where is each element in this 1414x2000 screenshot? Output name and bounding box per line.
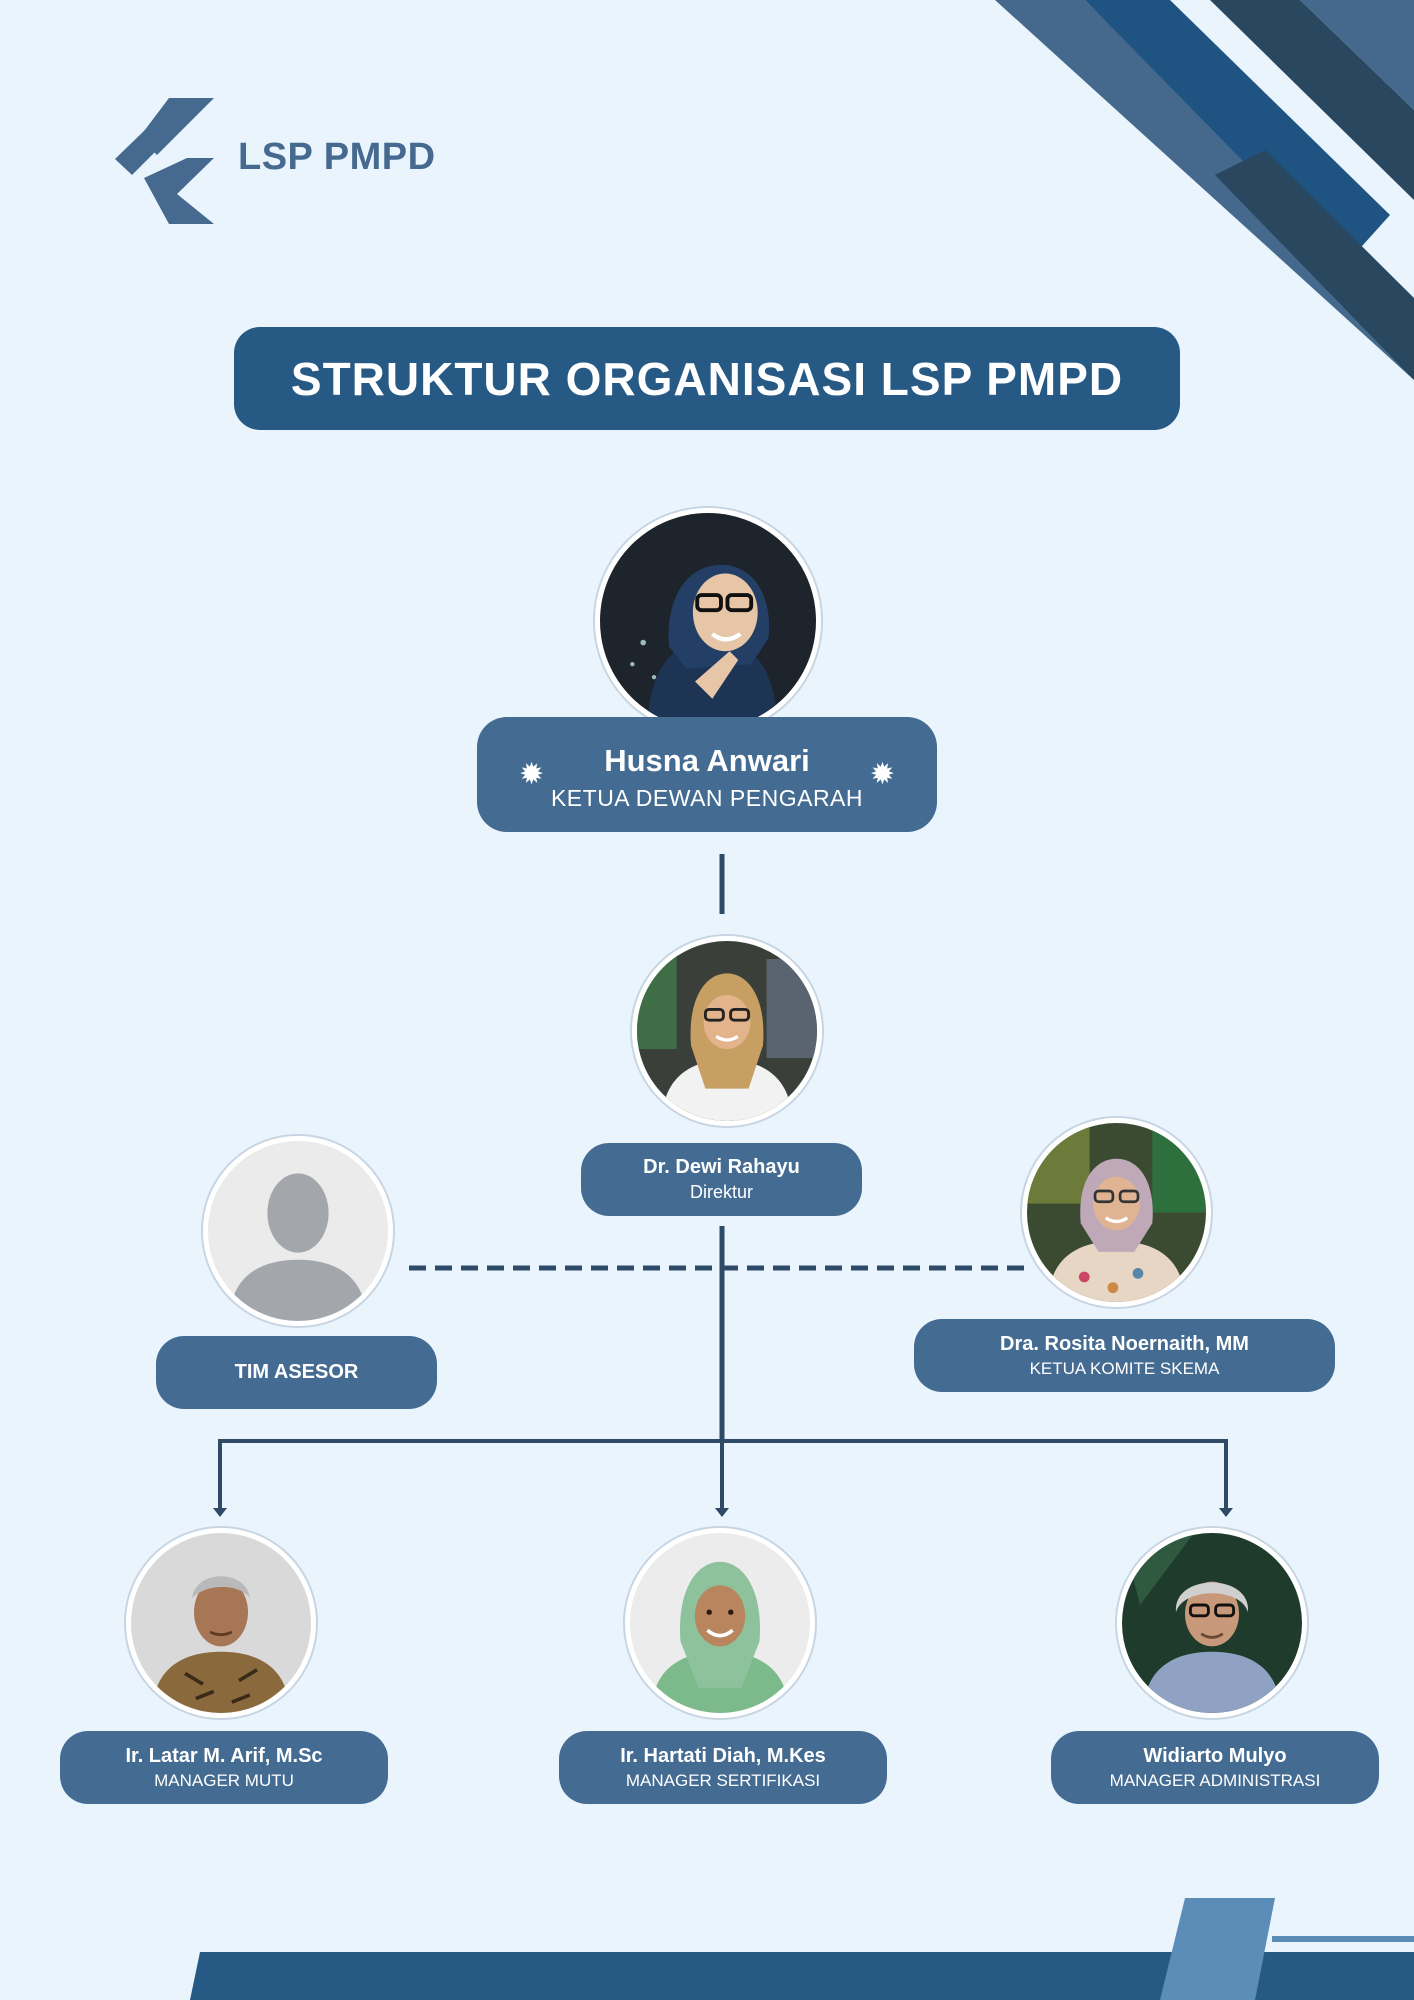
manager-card: Ir. Latar M. Arif, M.Sc MANAGER MUTU [60,1731,388,1804]
woman-hijab-avatar-icon [630,1533,810,1713]
chair-photo [595,508,821,734]
badge-star-icon: ✹ [519,757,545,791]
man-avatar-icon [1122,1533,1302,1713]
scheme-committee-name: Dra. Rosita Noernaith, MM [1000,1332,1249,1355]
director-photo [632,936,822,1126]
brand-logo-icon [115,98,214,224]
chair-role: KETUA DEWAN PENGARAH [550,785,864,811]
manager-photo [1117,1528,1307,1718]
manager-role: MANAGER MUTU [154,1770,294,1790]
manager-role: MANAGER SERTIFIKASI [625,1770,821,1790]
assessor-name: TIM ASESOR [234,1361,359,1383]
manager-role: MANAGER ADMINISTRASI [1109,1770,1321,1790]
chair-name: Husna Anwari [604,743,810,778]
assessor-card: TIM ASESOR [156,1336,437,1409]
manager-photo [625,1528,815,1718]
manager-photo [126,1528,316,1718]
scheme-committee-role: KETUA KOMITE SKEMA [1029,1358,1220,1378]
manager-name: Ir. Latar M. Arif, M.Sc [125,1744,323,1767]
assessor-photo [203,1136,393,1326]
page-title: STRUKTUR ORGANISASI LSP PMPD [234,327,1180,430]
director-name: Dr. Dewi Rahayu [643,1156,800,1178]
woman-hijab-avatar-icon [637,941,817,1121]
woman-hijab-avatar-icon [1027,1123,1206,1302]
manager-name: Widiarto Mulyo [1143,1744,1287,1767]
brand-name: LSP PMPD [238,136,436,178]
manager-card: Ir. Hartati Diah, M.Kes MANAGER SERTIFIK… [559,1731,887,1804]
woman-hijab-avatar-icon [600,513,816,729]
man-avatar-icon [131,1533,311,1713]
scheme-committee-photo [1022,1118,1211,1307]
badge-star-icon: ✹ [869,757,895,791]
chair-card: ✹ ✹ Husna Anwari KETUA DEWAN PENGARAH [477,717,937,832]
manager-card: Widiarto Mulyo MANAGER ADMINISTRASI [1051,1731,1379,1804]
director-role: Direktur [689,1182,753,1202]
director-card: Dr. Dewi Rahayu Direktur [581,1143,862,1216]
manager-name: Ir. Hartati Diah, M.Kes [620,1744,826,1767]
scheme-committee-card: Dra. Rosita Noernaith, MM KETUA KOMITE S… [914,1319,1335,1392]
person-silhouette-icon [208,1141,388,1321]
